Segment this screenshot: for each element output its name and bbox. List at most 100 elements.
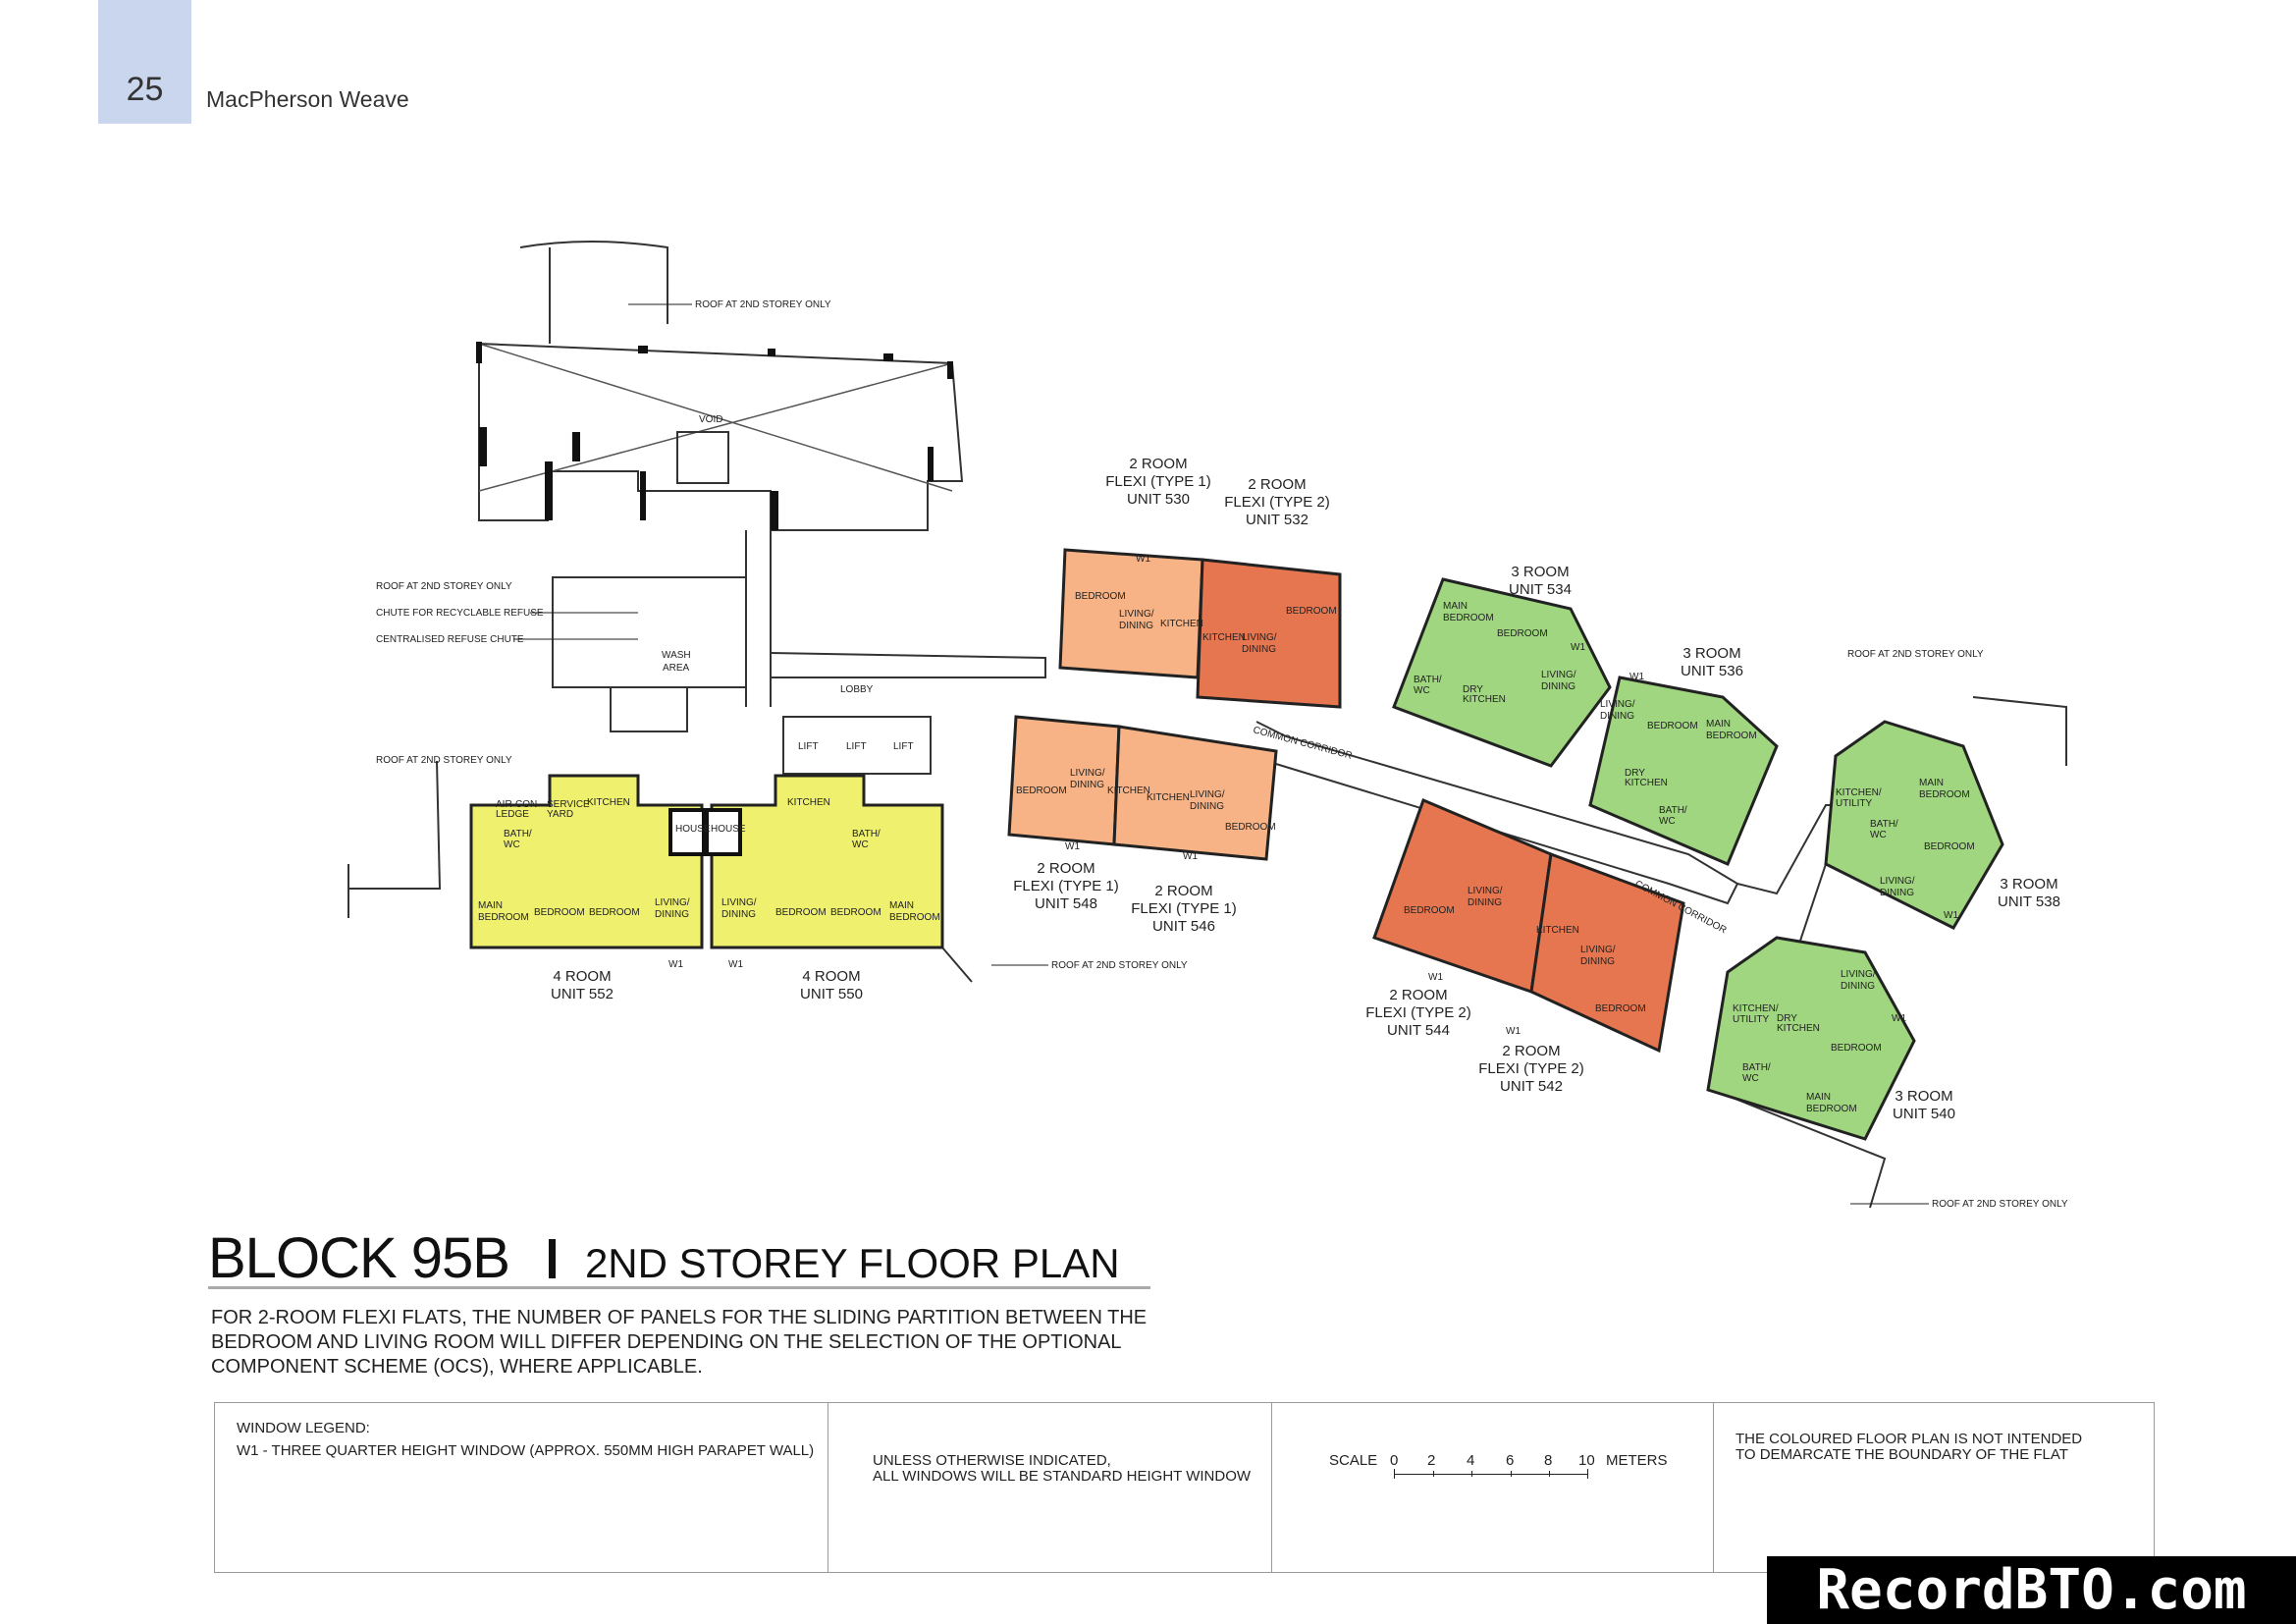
window-legend-cell: WINDOW LEGEND: W1 - THREE QUARTER HEIGHT… <box>215 1403 828 1572</box>
unit-552-floor <box>469 774 704 949</box>
room-label: BATH/ <box>504 829 532 839</box>
room-label: BEDROOM <box>1016 785 1067 796</box>
scale-tick-label: 2 <box>1427 1452 1436 1469</box>
room-label: LIVING/ <box>1242 632 1277 643</box>
block-name: BLOCK 95B <box>208 1226 510 1290</box>
room-label: BEDROOM <box>1286 606 1337 617</box>
room-label: BEDROOM <box>1225 822 1276 833</box>
unit-540-type: 3 ROOM <box>1895 1088 1952 1105</box>
room-label: LIVING/ <box>1880 876 1915 887</box>
void-label: VOID <box>699 414 722 425</box>
scale-unit: METERS <box>1606 1452 1668 1469</box>
room-label: MAIN <box>1443 601 1468 612</box>
room-label: LEDGE <box>496 809 529 820</box>
scale-cell: SCALE 0 2 4 6 8 10 METERS <box>1272 1403 1714 1572</box>
room-label: BEDROOM <box>1919 789 1970 800</box>
room-label: KITCHEN <box>1107 785 1150 796</box>
unit-536-type: 3 ROOM <box>1682 645 1740 662</box>
chute-recycle-callout: CHUTE FOR RECYCLABLE REFUSE <box>376 608 544 619</box>
unit-540-floor <box>1706 936 1916 1141</box>
unit-544-floor <box>1372 797 1553 995</box>
unit-552-number: UNIT 552 <box>551 986 614 1002</box>
room-label: DINING <box>1468 897 1502 908</box>
stair-outline <box>610 687 688 732</box>
disclaimer-line2: TO DEMARCATE THE BOUNDARY OF THE FLAT <box>1735 1446 2068 1463</box>
unit-548-flexi: FLEXI (TYPE 1) <box>1013 878 1119 894</box>
room-label: BEDROOM <box>1075 591 1126 602</box>
household-shelter-552 <box>668 808 706 856</box>
unit-532-flexi: FLEXI (TYPE 2) <box>1224 494 1330 511</box>
unit-532-type: 2 ROOM <box>1248 476 1306 493</box>
heading-separator <box>548 1238 556 1278</box>
scale-tick <box>1549 1471 1550 1477</box>
lobby-walls <box>745 530 772 707</box>
scale-tick-label: 10 <box>1578 1452 1595 1469</box>
room-label: BEDROOM <box>830 907 881 918</box>
lobby-label: LOBBY <box>840 684 874 695</box>
core-outline <box>552 576 747 688</box>
room-label: KITCHEN/ <box>1733 1003 1779 1014</box>
room-label: LIVING/ <box>1190 789 1225 800</box>
room-label: KITCHEN <box>1463 694 1506 705</box>
room-label: DINING <box>1119 621 1153 631</box>
unit-544-number: UNIT 544 <box>1387 1022 1450 1039</box>
room-label: DINING <box>1070 780 1104 790</box>
room-label: BEDROOM <box>1806 1104 1857 1114</box>
unit-538-type: 3 ROOM <box>2000 876 2057 893</box>
room-label: BEDROOM <box>889 912 940 923</box>
unit-552-type: 4 ROOM <box>553 968 611 985</box>
unit-546-flexi: FLEXI (TYPE 1) <box>1131 900 1237 917</box>
window-w1-label: W1 <box>1136 554 1150 565</box>
room-label: DINING <box>1841 981 1875 992</box>
room-label: BATH/ <box>1742 1062 1771 1073</box>
room-label: SERVICE <box>547 799 590 810</box>
room-label: LIVING/ <box>1070 768 1105 779</box>
window-w1-label: W1 <box>1506 1026 1521 1037</box>
room-label: LIVING/ <box>1119 609 1154 620</box>
room-label: KITCHEN <box>1160 619 1203 629</box>
chute-central-callout: CENTRALISED REFUSE CHUTE <box>376 634 524 645</box>
room-label: UTILITY <box>1836 798 1873 809</box>
standard-window-cell: UNLESS OTHERWISE INDICATED, ALL WINDOWS … <box>828 1403 1272 1572</box>
window-w1-label: W1 <box>1892 1013 1906 1024</box>
wash-area-label: WASH <box>662 650 691 661</box>
lift-label: LIFT <box>798 741 819 752</box>
room-label: KITCHEN/ <box>1836 787 1882 798</box>
scale-bar: 0 2 4 6 8 10 <box>1390 1452 1595 1482</box>
unit-530-flexi: FLEXI (TYPE 1) <box>1105 473 1211 490</box>
scale-tick-label: 4 <box>1467 1452 1475 1469</box>
room-label: BATH/ <box>1659 805 1687 816</box>
room-label: WC <box>1659 816 1676 827</box>
room-label: BEDROOM <box>1924 841 1975 852</box>
disclaimer-line1: THE COLOURED FLOOR PLAN IS NOT INTENDED <box>1735 1431 2083 1447</box>
void-cross <box>478 343 953 492</box>
room-label: BATH/ <box>1414 675 1442 685</box>
roof-callout: ROOF AT 2ND STOREY ONLY <box>1932 1199 2068 1210</box>
unit-540-number: UNIT 540 <box>1893 1106 1955 1122</box>
scale-tick <box>1433 1471 1434 1477</box>
room-label: DINING <box>1880 888 1914 898</box>
room-label: BEDROOM <box>534 907 585 918</box>
unit-538-floor <box>1824 720 2004 930</box>
room-label: KITCHEN <box>787 797 830 808</box>
structural-walls <box>476 342 953 530</box>
room-label: UTILITY <box>1733 1014 1770 1025</box>
scale-tick-label: 6 <box>1506 1452 1515 1469</box>
roof-outline-edges <box>941 696 2067 1209</box>
room-label: MAIN <box>1919 778 1944 788</box>
room-label: DRY <box>1777 1013 1797 1024</box>
floor-plan-heading: BLOCK 95B 2ND STOREY FLOOR PLAN <box>208 1225 1120 1291</box>
page-number-tab <box>98 0 191 124</box>
scale-tick <box>1511 1471 1512 1477</box>
room-label: DINING <box>1242 644 1276 655</box>
scale-tick <box>1587 1469 1588 1479</box>
unit-550-type: 4 ROOM <box>802 968 860 985</box>
roof-callout: ROOF AT 2ND STOREY ONLY <box>695 299 831 310</box>
room-label: BEDROOM <box>775 907 827 918</box>
document-title: MacPherson Weave <box>206 86 409 112</box>
flexi-note: FOR 2-ROOM FLEXI FLATS, THE NUMBER OF PA… <box>211 1307 1148 1378</box>
scale-line <box>1394 1474 1588 1475</box>
room-label: DINING <box>655 909 689 920</box>
unit-548-type: 2 ROOM <box>1037 860 1095 877</box>
room-label: KITCHEN <box>1777 1023 1820 1034</box>
